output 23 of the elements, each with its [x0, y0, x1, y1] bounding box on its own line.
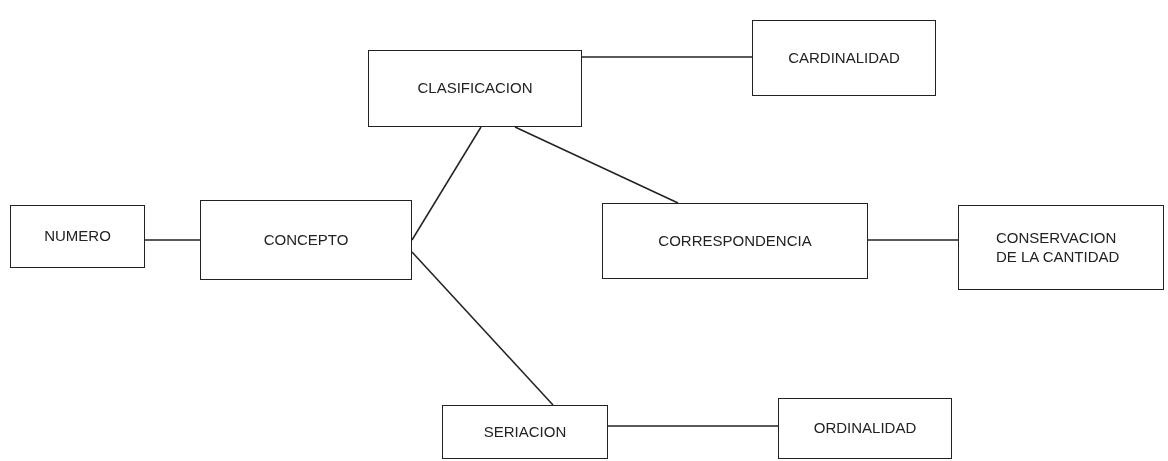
box-label: CLASIFICACION [416, 79, 534, 98]
box-label: NUMERO [43, 227, 112, 246]
concept-box [442, 405, 608, 459]
connector-line [514, 126, 679, 204]
box-label: SERIACION [482, 422, 568, 442]
connector-line [867, 239, 959, 241]
connector-line [411, 251, 554, 406]
connector-line [581, 56, 753, 58]
concept-box [778, 398, 952, 459]
concept-box [958, 205, 1164, 290]
box-label: CARDINALIDAD [787, 48, 901, 68]
concept-box [368, 50, 582, 127]
concept-box [200, 200, 412, 280]
box-label: CORRESPONDENCIA [657, 231, 813, 251]
concept-box [10, 205, 145, 268]
connector-line [144, 239, 201, 241]
connector-line [411, 126, 482, 241]
box-label: CONCEPTO [262, 230, 350, 250]
box-label: ORDINALIDAD [812, 419, 918, 438]
concept-box [752, 20, 936, 96]
concept-box [602, 203, 868, 279]
connector-line [607, 425, 779, 427]
box-label: CONSERVACION DE LA CANTIDAD [995, 228, 1121, 267]
